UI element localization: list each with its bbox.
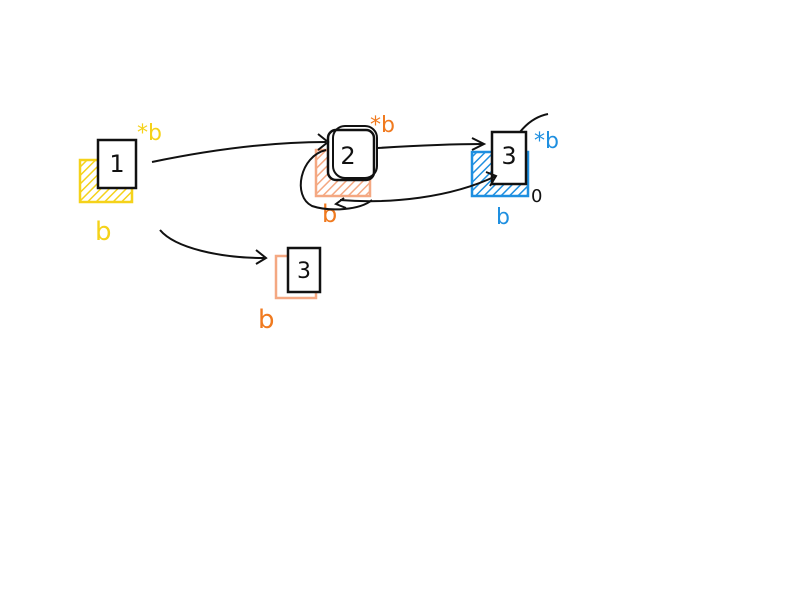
edge-3-to-2-return bbox=[339, 171, 498, 203]
node-3-blue-label: 3 bbox=[501, 142, 516, 170]
node-3-peach-mark-b: b bbox=[258, 305, 275, 335]
edge-1-to-2 bbox=[151, 133, 330, 163]
edge-1-to-3-lower-arrowhead bbox=[255, 249, 268, 265]
node-2-box-outline bbox=[332, 125, 378, 179]
edge-1-to-3-lower-line bbox=[159, 229, 265, 259]
node-3-blue-mark-star-b: *b bbox=[534, 129, 559, 154]
node-3-peach-label: 3 bbox=[297, 259, 311, 284]
node-1-mark-star-b: *b bbox=[137, 121, 162, 146]
edge-1-to-2-arrowhead bbox=[317, 133, 330, 151]
node-1-box bbox=[96, 138, 138, 190]
node-2-mark-b: b bbox=[322, 200, 337, 228]
node-2-label: 2 bbox=[340, 142, 355, 170]
edge-3-to-2-return-arrowhead bbox=[485, 171, 498, 187]
edge-2-to-3 bbox=[377, 137, 487, 151]
edge-2-self-loop-arrowhead bbox=[333, 197, 347, 209]
node-3-blue-mark-zero: 0 bbox=[531, 186, 542, 207]
edge-2-self-loop bbox=[299, 149, 373, 211]
node-3-blue[interactable]: 3 *b b 0 bbox=[470, 113, 559, 230]
node-2[interactable]: 2 *b b bbox=[314, 113, 395, 228]
node-3-peach[interactable]: 3 b bbox=[258, 246, 322, 335]
node-3-blue-mark-b: b bbox=[496, 205, 510, 230]
edge-2-to-3-arrowhead bbox=[471, 137, 487, 151]
node-1-label: 1 bbox=[109, 150, 124, 178]
node-2-mark-star-b: *b bbox=[370, 113, 395, 138]
edge-1-to-3-lower bbox=[159, 229, 268, 265]
node-3-peach-box bbox=[286, 246, 322, 294]
edge-2-self-loop-line bbox=[299, 149, 373, 211]
edge-3-to-2-return-line bbox=[339, 175, 497, 203]
node-1[interactable]: 1 *b b bbox=[78, 121, 162, 247]
edge-2-to-3-line bbox=[377, 143, 483, 149]
node-3-blue-box bbox=[490, 130, 528, 186]
edge-1-to-2-line bbox=[151, 141, 327, 163]
node-2-box bbox=[326, 128, 376, 182]
node-3-blue-tail-stroke bbox=[519, 113, 549, 133]
node-1-mark-b: b bbox=[95, 217, 112, 247]
